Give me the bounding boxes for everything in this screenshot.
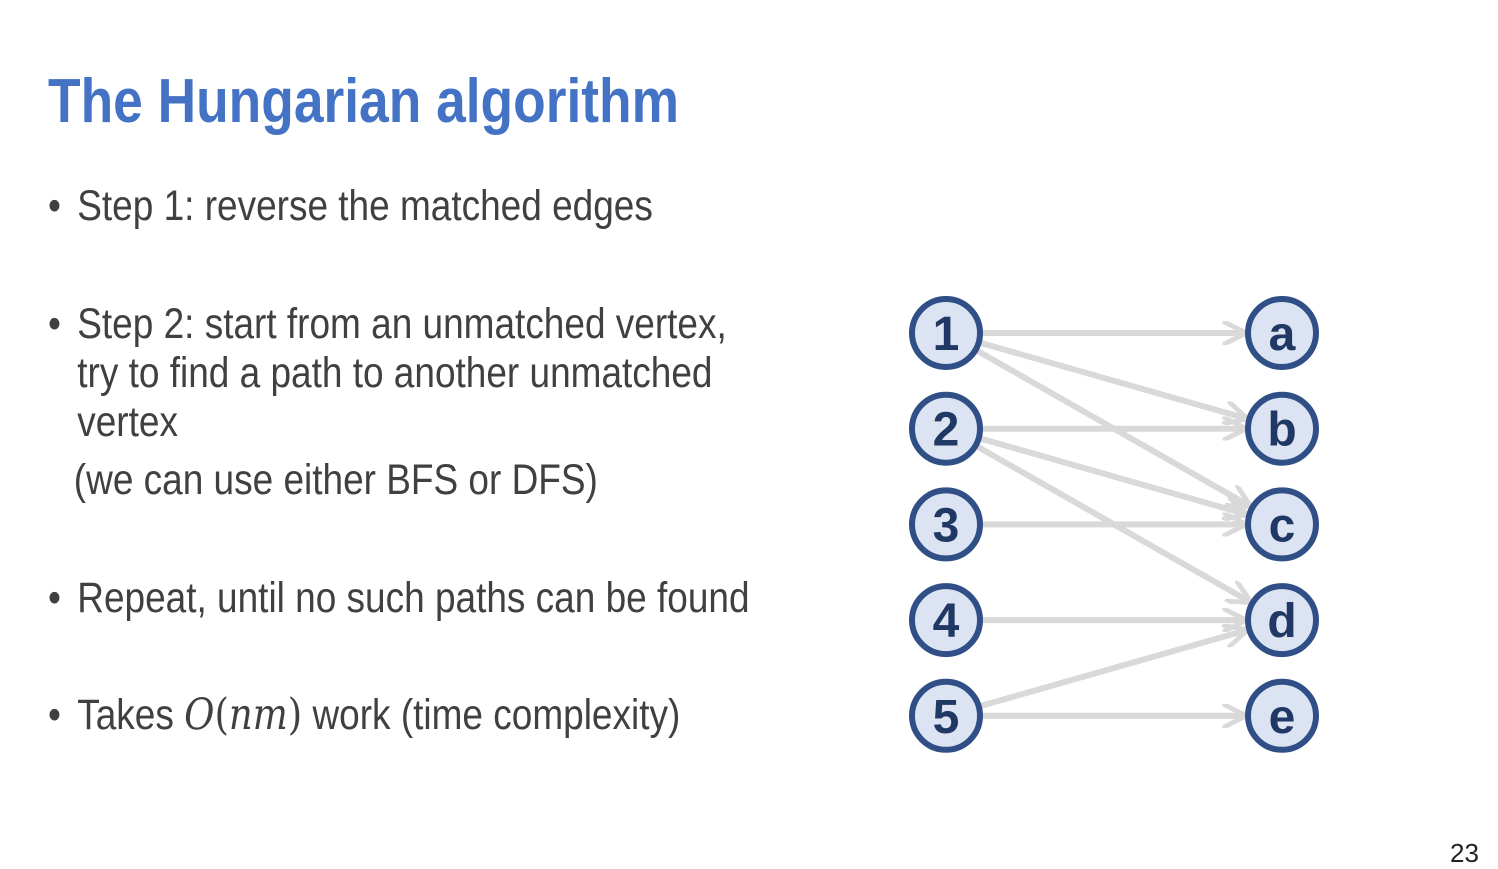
bullet-dot: • bbox=[48, 691, 61, 739]
bullet-dot: • bbox=[48, 300, 61, 348]
node-label: e bbox=[1269, 691, 1296, 744]
node-label: 5 bbox=[933, 691, 960, 744]
node-label: b bbox=[1267, 404, 1296, 457]
node-e bbox=[1245, 678, 1319, 753]
node-4 bbox=[909, 583, 983, 658]
bullet-text: Step 1: reverse the matched edges bbox=[77, 182, 653, 230]
bullet-step1: • Step 1: reverse the matched edges bbox=[48, 182, 653, 231]
page-number: 23 bbox=[1450, 838, 1479, 868]
node-label: 2 bbox=[933, 404, 960, 457]
node-label: d bbox=[1267, 595, 1296, 648]
node-label: 1 bbox=[933, 308, 960, 361]
edge-5-d bbox=[977, 631, 1246, 710]
node-b bbox=[1245, 391, 1319, 466]
node-label: 4 bbox=[933, 595, 960, 648]
node-d bbox=[1245, 583, 1319, 658]
bullet-text: try to find a path to another unmatched bbox=[77, 349, 713, 397]
bullet-dot: • bbox=[48, 574, 61, 622]
bullet-text: vertex bbox=[77, 398, 178, 446]
bullet-text: Repeat, until no such paths can be found bbox=[77, 574, 750, 622]
math-paren: ) bbox=[287, 690, 303, 740]
node-c bbox=[1245, 487, 1319, 562]
bullet-note: (we can use either BFS or DFS) bbox=[73, 456, 598, 504]
node-5 bbox=[909, 678, 983, 753]
node-label: c bbox=[1269, 499, 1296, 552]
bullet-dot: • bbox=[48, 182, 61, 230]
bullet-text: Takes bbox=[77, 691, 185, 739]
edge-2-c bbox=[977, 435, 1246, 514]
bullet-step2: • Step 2: start from an unmatched vertex,… bbox=[48, 300, 727, 505]
node-a bbox=[1245, 296, 1319, 370]
node-1 bbox=[909, 296, 983, 370]
slide-title: The Hungarian algorithm bbox=[48, 67, 679, 136]
node-label: a bbox=[1269, 308, 1296, 361]
bullet-repeat: • Repeat, until no such paths can be foun… bbox=[48, 574, 750, 623]
math-O: O bbox=[184, 690, 215, 740]
edge-1-b bbox=[977, 339, 1246, 418]
bullet-text: Step 2: start from an unmatched vertex, bbox=[77, 300, 727, 348]
bullet-complexity: • Takes O(nm) work (time complexity) bbox=[48, 691, 680, 740]
node-label: 3 bbox=[933, 499, 960, 552]
math-nm: nm bbox=[228, 690, 288, 740]
node-3 bbox=[909, 487, 983, 562]
math-paren: ( bbox=[214, 690, 229, 740]
node-2 bbox=[909, 391, 983, 466]
bullet-text: work (time complexity) bbox=[302, 691, 681, 739]
